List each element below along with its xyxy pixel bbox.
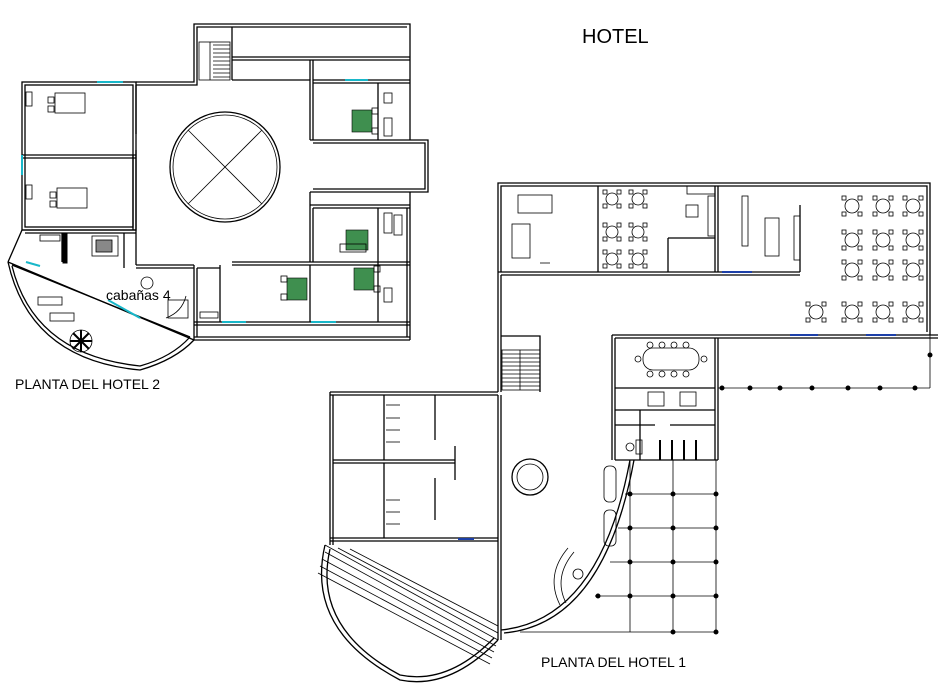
stair-hotel-1 bbox=[501, 349, 541, 391]
dining-table bbox=[902, 195, 924, 217]
dining-table bbox=[628, 222, 648, 242]
dining-table bbox=[805, 301, 827, 323]
bedroom-bed bbox=[199, 275, 308, 319]
hotel-1-plan bbox=[317, 182, 938, 683]
fan-icon bbox=[69, 329, 93, 353]
bedroom-bed bbox=[351, 92, 393, 137]
dining-table bbox=[872, 259, 894, 281]
dining-table bbox=[902, 259, 924, 281]
dining-tables bbox=[602, 189, 924, 323]
amphitheater-steps bbox=[317, 544, 499, 683]
dining-table bbox=[841, 301, 863, 323]
dining-table bbox=[841, 195, 863, 217]
bedroom-bed bbox=[353, 265, 393, 303]
dining-table bbox=[602, 222, 622, 242]
dining-table bbox=[841, 229, 863, 251]
fence-posts bbox=[719, 352, 933, 391]
dining-table bbox=[902, 301, 924, 323]
rotunda-skylight bbox=[169, 111, 281, 223]
dining-table bbox=[872, 195, 894, 217]
dining-table bbox=[628, 249, 648, 269]
hotel-2-plan bbox=[7, 23, 429, 371]
dining-table bbox=[602, 189, 622, 209]
label-cabanas: cabañas 4 bbox=[106, 287, 171, 303]
label-planta-hotel-1: PLANTA DEL HOTEL 1 bbox=[541, 654, 686, 670]
conference-table bbox=[634, 341, 708, 378]
patio-grid bbox=[520, 460, 719, 635]
drawing-title: HOTEL bbox=[582, 26, 649, 48]
dining-table bbox=[841, 259, 863, 281]
dining-table bbox=[902, 229, 924, 251]
bedroom-bed bbox=[339, 212, 403, 253]
dining-table bbox=[872, 301, 894, 323]
label-planta-hotel-2: PLANTA DEL HOTEL 2 bbox=[15, 376, 160, 392]
dining-table bbox=[602, 249, 622, 269]
dining-table bbox=[628, 189, 648, 209]
dining-table bbox=[872, 229, 894, 251]
stair-hotel-2 bbox=[209, 42, 230, 80]
